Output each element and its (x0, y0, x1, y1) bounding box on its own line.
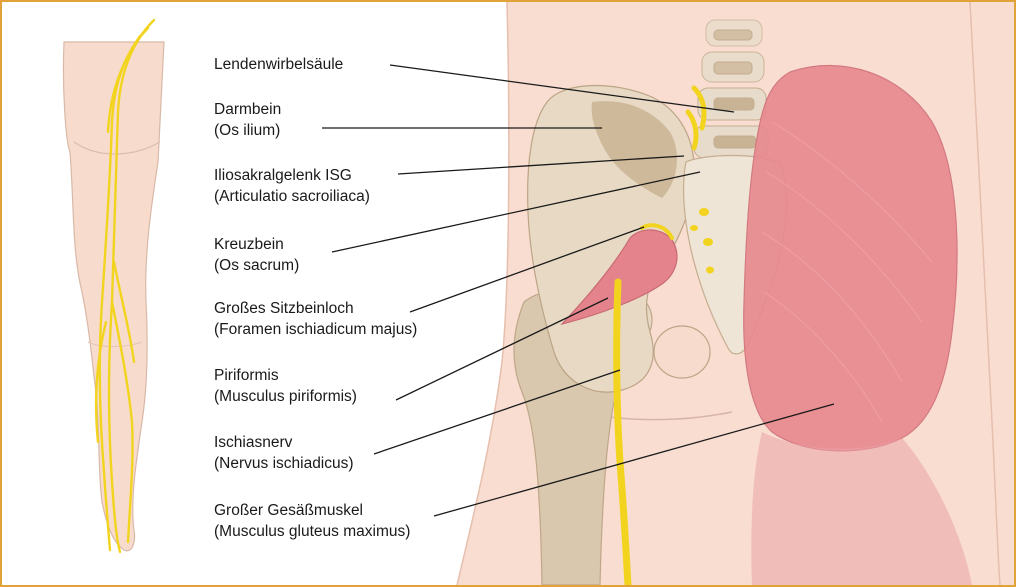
label-line1: Ischiasnerv (214, 432, 354, 453)
label-line1: Piriformis (214, 365, 357, 386)
label-line1: Lendenwirbelsäule (214, 54, 343, 75)
label-line1: Kreuzbein (214, 234, 299, 255)
label-grosser-gesaessmuskel: Großer Gesäßmuskel (Musculus gluteus max… (214, 500, 410, 542)
label-ischiasnerv: Ischiasnerv (Nervus ischiadicus) (214, 432, 354, 474)
leg-figure (63, 20, 164, 552)
pelvis-illustration (457, 2, 1014, 585)
label-line2: (Musculus gluteus maximus) (214, 521, 410, 542)
label-lendenwirbelsaeule: Lendenwirbelsäule (214, 54, 343, 75)
label-line1: Großes Sitzbeinloch (214, 298, 417, 319)
label-line2: (Os sacrum) (214, 255, 299, 276)
label-line2: (Musculus piriformis) (214, 386, 357, 407)
label-line2: (Articulatio sacroiliaca) (214, 186, 370, 207)
label-line2: (Foramen ischiadicum majus) (214, 319, 417, 340)
label-line2: (Os ilium) (214, 120, 281, 141)
label-grosses-sitzbeinloch: Großes Sitzbeinloch (Foramen ischiadicum… (214, 298, 417, 340)
label-line1: Darmbein (214, 99, 281, 120)
leg-outline (63, 42, 164, 551)
label-piriformis: Piriformis (Musculus piriformis) (214, 365, 357, 407)
label-line1: Großer Gesäßmuskel (214, 500, 410, 521)
label-line2: (Nervus ischiadicus) (214, 453, 354, 474)
label-kreuzbein: Kreuzbein (Os sacrum) (214, 234, 299, 276)
label-iliosakralgelenk: Iliosakralgelenk ISG (Articulatio sacroi… (214, 165, 370, 207)
gluteus-maximus (744, 65, 957, 451)
label-line1: Iliosakralgelenk ISG (214, 165, 370, 186)
obturator-foramen (654, 326, 710, 378)
label-darmbein: Darmbein (Os ilium) (214, 99, 281, 141)
